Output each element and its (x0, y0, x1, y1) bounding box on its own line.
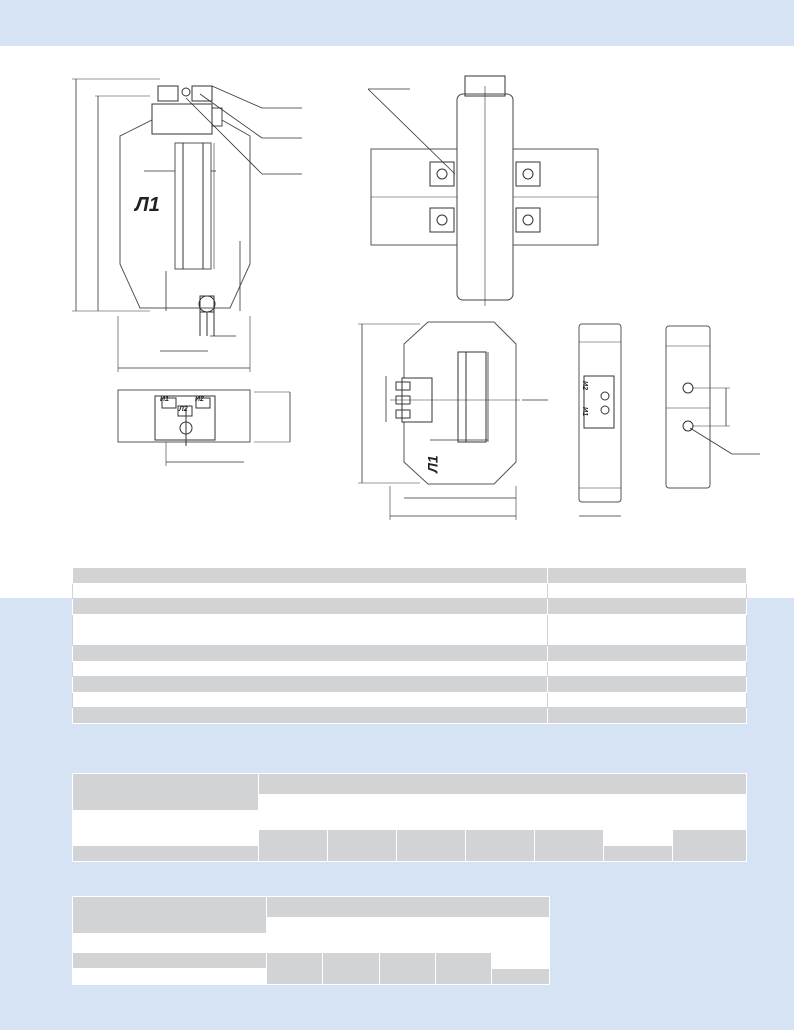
table-row (72, 707, 747, 724)
table-row (71, 896, 550, 934)
table-row (72, 845, 747, 862)
terminal-mark-front-center: Л2 (179, 406, 188, 413)
ratings-table-b (71, 896, 551, 985)
table-row (73, 916, 551, 935)
table-row (72, 583, 747, 599)
table-row (72, 567, 747, 584)
table-row (72, 598, 747, 615)
table-row (73, 793, 748, 812)
spec-table (72, 567, 747, 724)
label-l1-rear: Л1 (424, 455, 441, 473)
table-row (72, 773, 748, 811)
front-view (72, 78, 302, 372)
table-row (71, 933, 550, 953)
top-view-left (117, 389, 291, 466)
rear-view (358, 321, 548, 520)
ratings-table-a (72, 773, 748, 862)
terminal-mark-front-right: И2 (195, 396, 204, 403)
busbar-view (367, 75, 599, 306)
table-row (71, 968, 551, 985)
table-row (72, 829, 748, 862)
terminal-mark-side-top: И2 (580, 381, 588, 390)
side-view (578, 323, 622, 517)
table-row (72, 661, 747, 677)
label-l1-front: Л1 (135, 194, 160, 216)
technical-drawing: Л1 Л1 И1 И2 Л2 И2 И1 (0, 46, 794, 598)
terminal-mark-side-bottom: И1 (580, 407, 588, 416)
end-view (665, 325, 760, 489)
table-row (72, 676, 747, 693)
drawing-canvas (72, 75, 760, 520)
table-row (72, 810, 748, 830)
header-band (0, 0, 794, 46)
terminal-mark-front-left: И1 (160, 396, 169, 403)
table-row (71, 952, 551, 985)
table-row (72, 645, 747, 662)
table-row (72, 614, 747, 646)
table-row (72, 692, 747, 708)
